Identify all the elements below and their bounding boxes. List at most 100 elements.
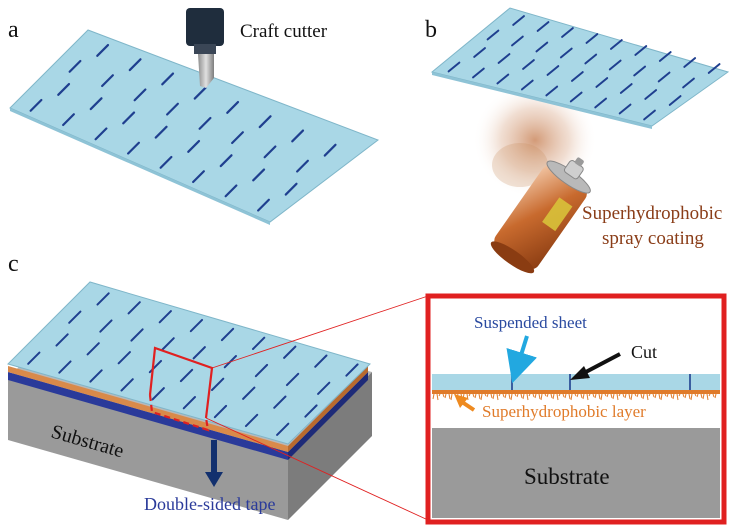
cut-line [296, 159, 309, 173]
layer-texture-fiber [556, 393, 559, 401]
cut-line [561, 27, 574, 38]
spray-can-nozzle [574, 157, 584, 167]
layer-texture-fiber [448, 393, 451, 400]
craft-cutter [186, 8, 224, 88]
cut-line [187, 139, 201, 153]
layer-texture-fiber [450, 393, 453, 401]
layer-texture-fiber [558, 393, 561, 397]
layer-texture-fiber [666, 393, 669, 398]
layer-texture-fiber [520, 393, 523, 399]
spray-can-body [494, 165, 587, 270]
cut-line [535, 41, 549, 53]
cut-line [522, 59, 535, 70]
cut-line [219, 154, 233, 168]
layer-texture-fiber [636, 393, 639, 398]
cut-line [158, 310, 172, 324]
layer-texture-fiber [648, 393, 651, 397]
cut-line [497, 53, 511, 64]
cut-line [244, 413, 259, 428]
inset-substrate-label: Substrate [524, 464, 610, 489]
cut-line [128, 58, 142, 72]
layer-texture-fiber [574, 393, 577, 397]
layer-texture-fiber [714, 393, 717, 399]
inset-suspended-sheet [432, 374, 720, 390]
superhydrophobic-layer-label: Superhydrophobic layer [482, 402, 646, 421]
cut-line [570, 71, 584, 82]
layer-texture-fiber [672, 393, 675, 400]
cut-line [151, 387, 165, 401]
cut-line [284, 182, 298, 196]
cut-line [644, 89, 658, 100]
cut-line [189, 318, 204, 333]
cut-line [94, 127, 108, 141]
cut-line [447, 61, 461, 73]
layer-texture-fiber [606, 393, 609, 398]
layer-texture-fiber [516, 393, 519, 398]
double-sided-tape-side [288, 372, 368, 460]
layer-texture-fiber [538, 393, 541, 400]
layer-texture-fiber [688, 393, 691, 400]
cut-line [619, 83, 633, 94]
layer-texture-fiber [618, 393, 621, 397]
layer-texture-fiber [652, 393, 655, 398]
cut-line [304, 404, 318, 418]
layer-texture-fiber [502, 393, 505, 398]
cut-line [127, 301, 141, 315]
cut-line [192, 346, 206, 360]
cut-line [520, 79, 534, 91]
cut-line [154, 125, 168, 139]
cut-line [231, 131, 244, 145]
cut-line [486, 29, 500, 41]
panel-c-label: c [8, 251, 19, 277]
cut-line [345, 363, 359, 377]
layer-texture-fiber [546, 393, 549, 398]
layer-texture-fiber [532, 393, 535, 398]
double-sided-tape [8, 372, 288, 460]
layer-texture-fiber [474, 393, 477, 399]
layer-texture-fiber [510, 393, 513, 401]
layer-texture-fiber [490, 393, 493, 399]
cut-line [585, 33, 599, 44]
cut-line [96, 292, 110, 306]
layer-texture-fiber [468, 393, 471, 397]
layer-texture-fiber [712, 393, 715, 398]
layer-texture-fiber [664, 393, 667, 397]
layer-texture-fiber [568, 393, 571, 400]
spray-can-label [542, 197, 573, 232]
layer-texture-fiber [496, 393, 499, 401]
panel-b-label: b [425, 17, 437, 43]
layer-texture-fiber [658, 393, 661, 400]
layer-texture-fiber [706, 393, 709, 401]
cut-arrow-shaft [581, 352, 621, 376]
layer-texture-fiber [582, 393, 585, 400]
layer-arrow-shaft [460, 400, 476, 412]
layer-texture-fiber [622, 393, 625, 398]
layer-texture-fiber [676, 393, 679, 401]
layer-texture-fiber [628, 393, 631, 400]
cut-line [226, 100, 240, 114]
spray-mist-core [492, 143, 548, 187]
cut-line [254, 363, 269, 378]
layer-texture-fiber [660, 393, 663, 401]
inset-layer-texture [432, 393, 717, 401]
layer-texture-fiber [642, 393, 645, 400]
double-sided-tape-label: Double-sided tape [144, 494, 275, 514]
spray-can-bottom [490, 241, 535, 274]
cutter-blade [198, 54, 214, 88]
cut-label: Cut [631, 342, 657, 362]
cut-line [314, 354, 328, 368]
cut-line [668, 95, 682, 106]
selection-box [148, 346, 214, 432]
layer-texture-fiber [570, 393, 573, 401]
cut-line [55, 333, 69, 347]
layer-texture-fiber [592, 393, 595, 398]
cut-line [86, 342, 100, 356]
cut-line [658, 51, 672, 62]
cut-line [594, 97, 608, 109]
suspended-sheet-label: Suspended sheet [474, 313, 587, 332]
layer-texture-fiber [540, 393, 543, 401]
cut-line [198, 116, 212, 130]
cut-line [512, 15, 525, 26]
cut-sheet-a [9, 29, 380, 223]
cut-line [252, 336, 266, 350]
